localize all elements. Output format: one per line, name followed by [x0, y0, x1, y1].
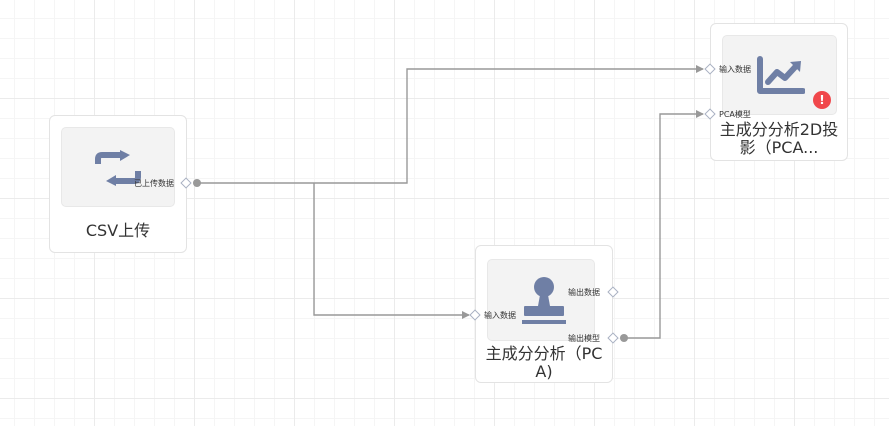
output-port-label: 输出数据 [568, 288, 600, 297]
input-port-label: PCA模型 [719, 110, 751, 119]
connection-dot [193, 179, 201, 187]
node-title: CSV上传 [85, 221, 151, 240]
sync-arrows-icon [95, 150, 141, 186]
line-chart-icon [757, 56, 805, 94]
stamp-icon [522, 277, 566, 324]
edge-pca-model-to-projection[interactable] [624, 110, 704, 339]
node-title: 主成分分析2D投影（PCA... [719, 120, 839, 157]
node-csv-upload[interactable]: CSV上传 已上传数据 [49, 115, 187, 253]
output-port-label: 输出模型 [568, 334, 600, 343]
node-pca[interactable]: 输入数据 输出数据 输出模型 主成分分析（PCA) [475, 245, 613, 383]
connection-dot [620, 334, 628, 342]
node-title: 主成分分析（PCA) [485, 344, 603, 381]
node-icon-area [61, 127, 175, 207]
output-port-label: 已上传数据 [134, 179, 174, 188]
node-pca-projection[interactable]: ! 输入数据 PCA模型 主成分分析2D投影（PCA... [710, 23, 848, 161]
warning-icon[interactable]: ! [813, 91, 831, 109]
input-port-label: 输入数据 [484, 311, 516, 320]
node-icon-area [487, 259, 595, 341]
edge-csv-to-projection[interactable] [197, 65, 704, 184]
edge-csv-to-pca[interactable] [313, 183, 470, 319]
input-port-label: 输入数据 [719, 65, 751, 74]
